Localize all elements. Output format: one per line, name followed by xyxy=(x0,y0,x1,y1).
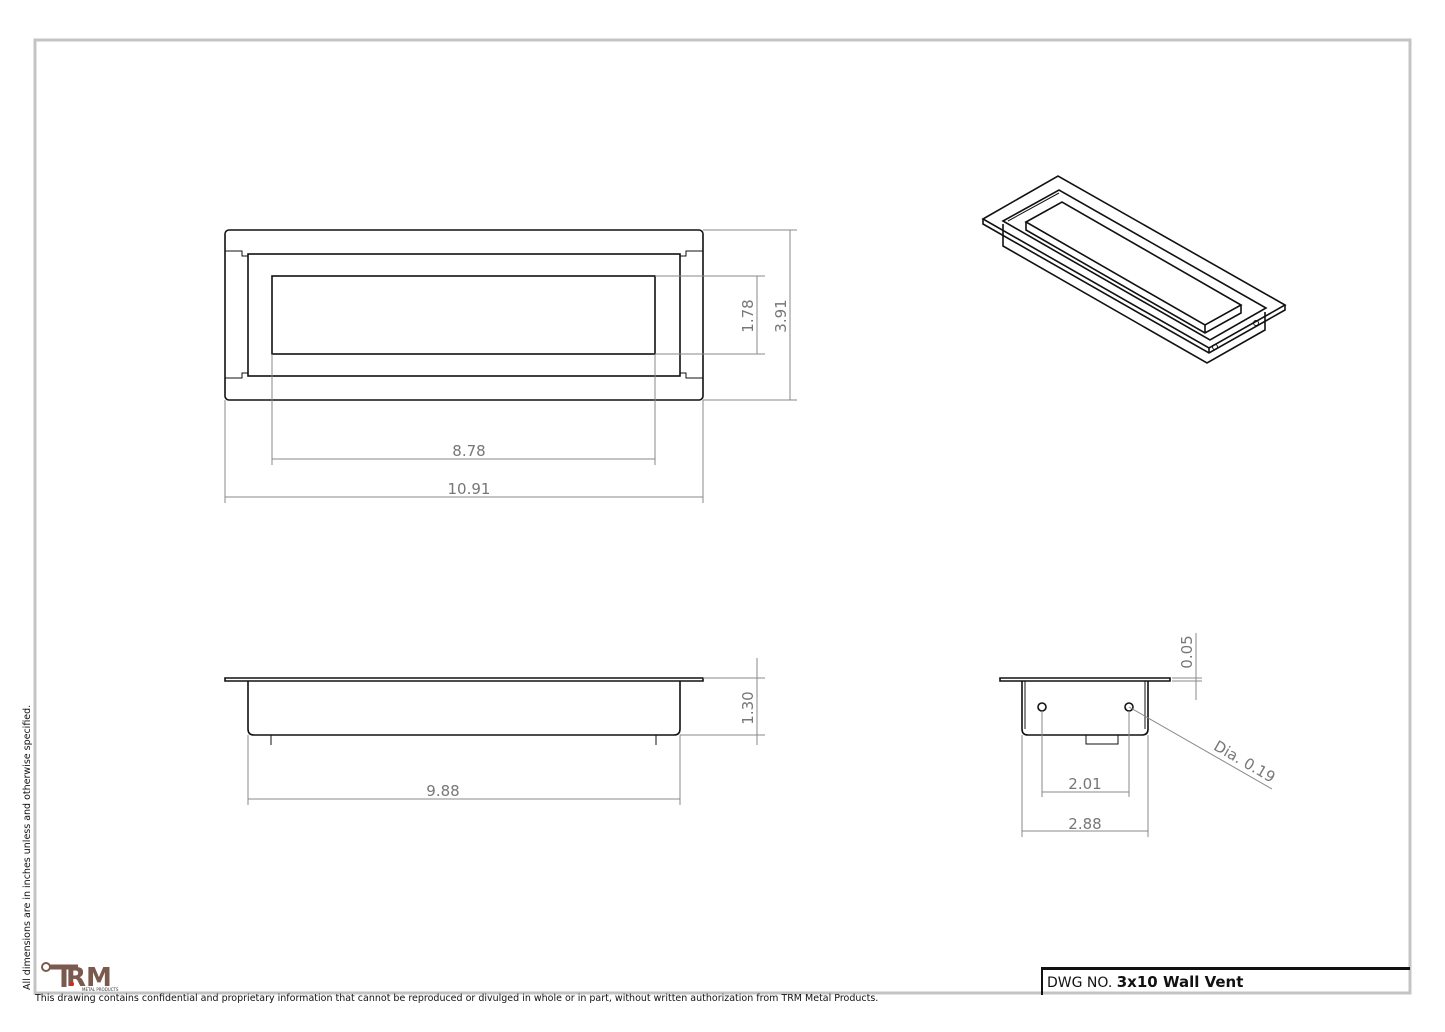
dim-body-length: 9.88 xyxy=(426,782,459,800)
dim-hole-spacing: 2.01 xyxy=(1068,775,1101,793)
dwg-no-label: DWG NO. 3x10 Wall Vent xyxy=(1047,973,1244,991)
end-view: 0.05 Dia. 0.19 2.01 2.88 xyxy=(999,633,1279,837)
dwg-no-value: 3x10 Wall Vent xyxy=(1116,973,1244,991)
mounting-hole xyxy=(1037,702,1047,712)
dim-flange-thickness: 0.05 xyxy=(1178,635,1196,668)
svg-text:RM: RM xyxy=(66,963,112,992)
dim-grille-height: 1.78 xyxy=(739,299,757,332)
confidentiality-note: This drawing contains confidential and p… xyxy=(35,993,879,1004)
dim-overall-width: 10.91 xyxy=(448,480,491,498)
trm-logo: RM METAL PRODUCTS xyxy=(38,960,128,996)
title-block: DWG NO. 3x10 Wall Vent xyxy=(1041,967,1410,995)
dim-hole-diameter: Dia. 0.19 xyxy=(1211,737,1279,787)
isometric-view xyxy=(981,175,1287,364)
inner-frame xyxy=(247,253,681,377)
sheet-border xyxy=(33,38,1412,995)
grille-opening xyxy=(271,275,656,355)
side-view: 1.30 9.88 xyxy=(224,658,765,805)
svg-text:METAL PRODUCTS: METAL PRODUCTS xyxy=(82,987,119,992)
dim-depth: 1.30 xyxy=(739,691,757,724)
front-view: 1.78 3.91 8.78 10.91 xyxy=(224,229,797,503)
dim-grille-width: 8.78 xyxy=(452,442,485,460)
outer-flange xyxy=(224,229,704,401)
dim-body-width: 2.88 xyxy=(1068,815,1101,833)
units-note: All dimensions are in inches unless and … xyxy=(22,704,33,990)
dim-overall-height: 3.91 xyxy=(772,299,790,332)
